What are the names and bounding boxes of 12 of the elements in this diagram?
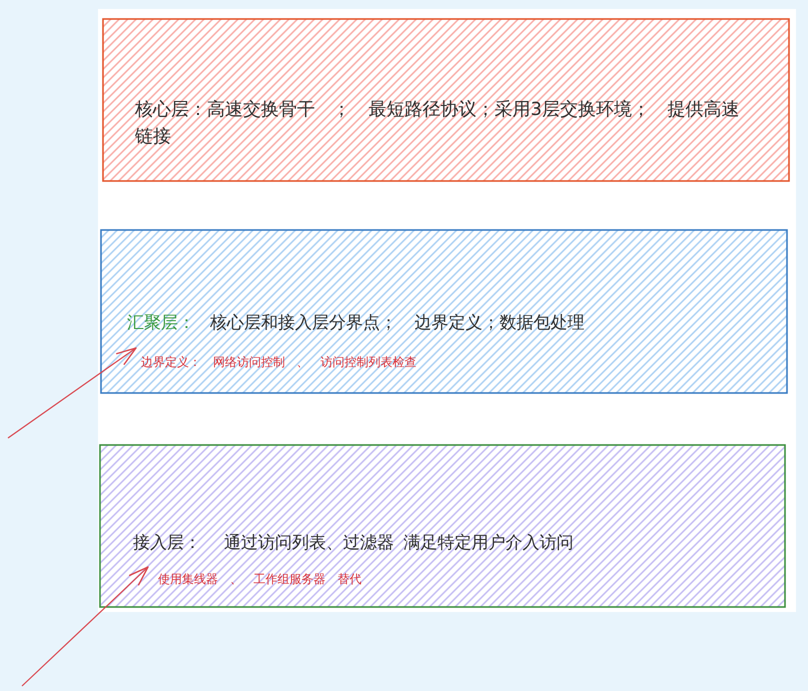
arrow	[22, 566, 149, 686]
hatched-box	[100, 229, 788, 394]
note-text: 使用集线器 、 工作组服务器 替代	[148, 566, 362, 587]
note-text: 边界定义： 网络访问控制 、 访问控制列表检查	[136, 347, 416, 370]
layer-heading: 接入层：	[133, 532, 201, 554]
layer-heading: 汇聚层：	[127, 312, 195, 334]
box-text: 通过访问列表、过滤器 满足特定用户介入访问	[224, 532, 574, 554]
hatched-box	[99, 444, 786, 608]
arrow	[8, 347, 137, 438]
box-text: 核心层：高速交换骨干 ； 最短路径协议；采用3层交换环境； 提供高速链接	[135, 98, 741, 149]
box-text: 核心层和接入层分界点； 边界定义；数据包处理	[210, 312, 584, 334]
hatched-box	[102, 18, 790, 182]
